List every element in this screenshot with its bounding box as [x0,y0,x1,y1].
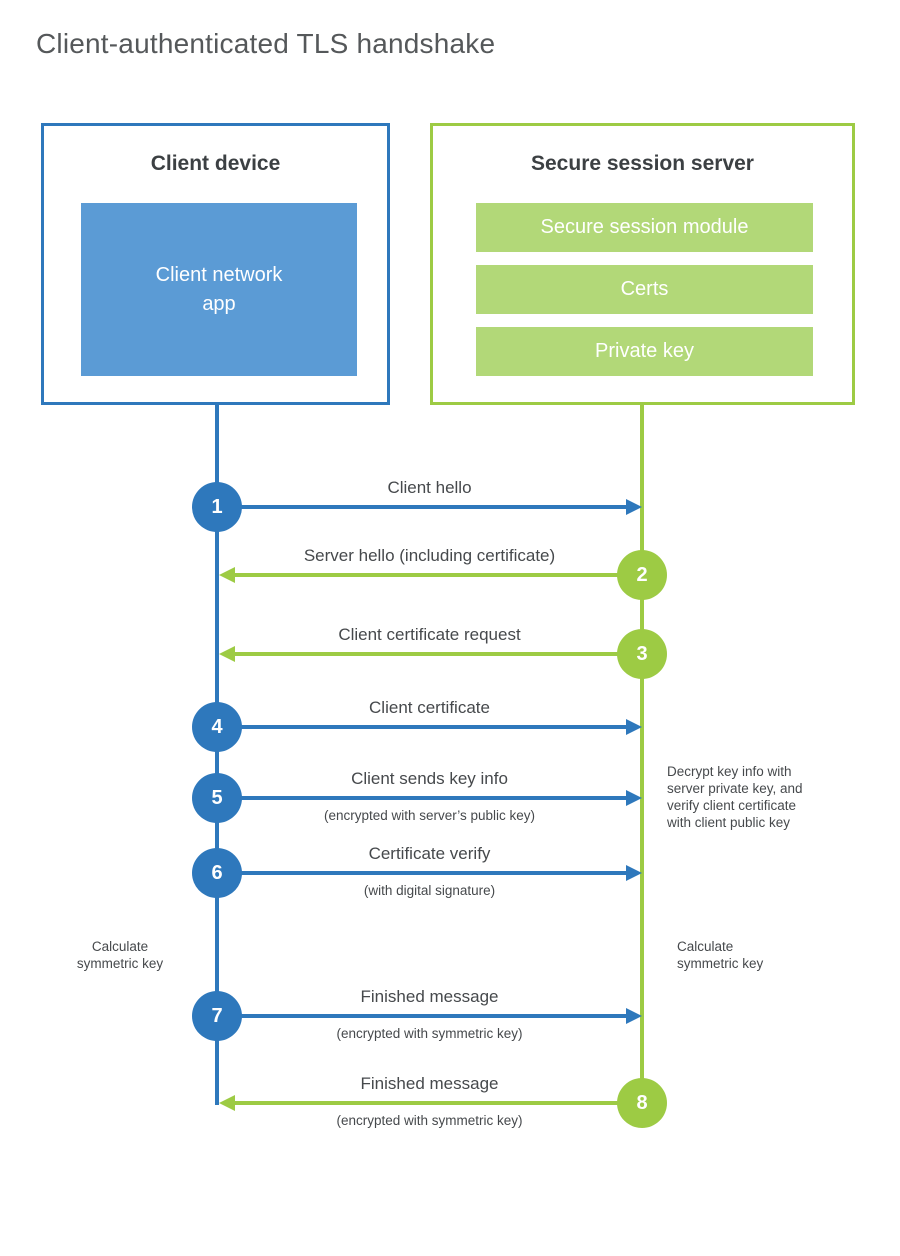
arrowhead-icon [626,790,642,806]
step-number-badge: 5 [192,773,242,823]
secure-session-server-box: Secure session server Secure session mod… [430,123,855,405]
message-sublabel: (encrypted with symmetric key) [336,1113,523,1128]
client-lifeline [215,405,219,1105]
message-arrow-line [234,573,642,577]
client-network-app-box: Client network app [81,203,357,376]
client-device-title: Client device [150,152,281,175]
arrowhead-icon [219,1095,235,1111]
arrowhead-icon [626,1008,642,1024]
secure-session-server-title: Secure session server [531,152,754,175]
message-arrow-line [234,1101,642,1105]
step-number-badge: 1 [192,482,242,532]
message-arrow-line [217,1014,626,1018]
message-arrow-line [217,725,626,729]
server-module-bar: Private key [476,327,813,376]
calculate-symmetric-key-server: Calculate symmetric key [677,939,764,971]
client-device-box: Client device Client network app [41,123,390,405]
server-lifeline [640,405,644,1103]
arrowhead-icon [219,646,235,662]
arrowhead-icon [626,719,642,735]
message-arrow-line [217,871,626,875]
message-label: Finished message [360,987,499,1006]
message-label: Client hello [387,478,472,497]
page-title: Client-authenticated TLS handshake [36,28,496,59]
step-number-badge: 2 [617,550,667,600]
message-label: Client certificate request [338,625,521,644]
message-arrow-line [234,652,642,656]
decrypt-key-note: Decrypt key info with server private key… [667,764,803,830]
step-number-badge: 3 [617,629,667,679]
message-label: Finished message [360,1074,499,1093]
step-number-badge: 4 [192,702,242,752]
calculate-symmetric-key-client: Calculate symmetric key [76,939,164,971]
message-label: Certificate verify [368,844,491,863]
server-module-bar: Secure session module [476,203,813,252]
message-sublabel: (with digital signature) [363,883,496,898]
arrowhead-icon [626,865,642,881]
arrowhead-icon [626,499,642,515]
step-number-badge: 8 [617,1078,667,1128]
step-number-badge: 6 [192,848,242,898]
message-arrow-line [217,505,626,509]
message-label: Client certificate [369,698,490,717]
step-number-badge: 7 [192,991,242,1041]
message-label: Client sends key info [351,769,508,788]
message-arrow-line [217,796,626,800]
arrowhead-icon [219,567,235,583]
server-module-bar: Certs [476,265,813,314]
message-label: Server hello (including certificate) [303,546,556,565]
message-sublabel: (encrypted with symmetric key) [336,1026,523,1041]
message-sublabel: (encrypted with server’s public key) [323,808,536,823]
